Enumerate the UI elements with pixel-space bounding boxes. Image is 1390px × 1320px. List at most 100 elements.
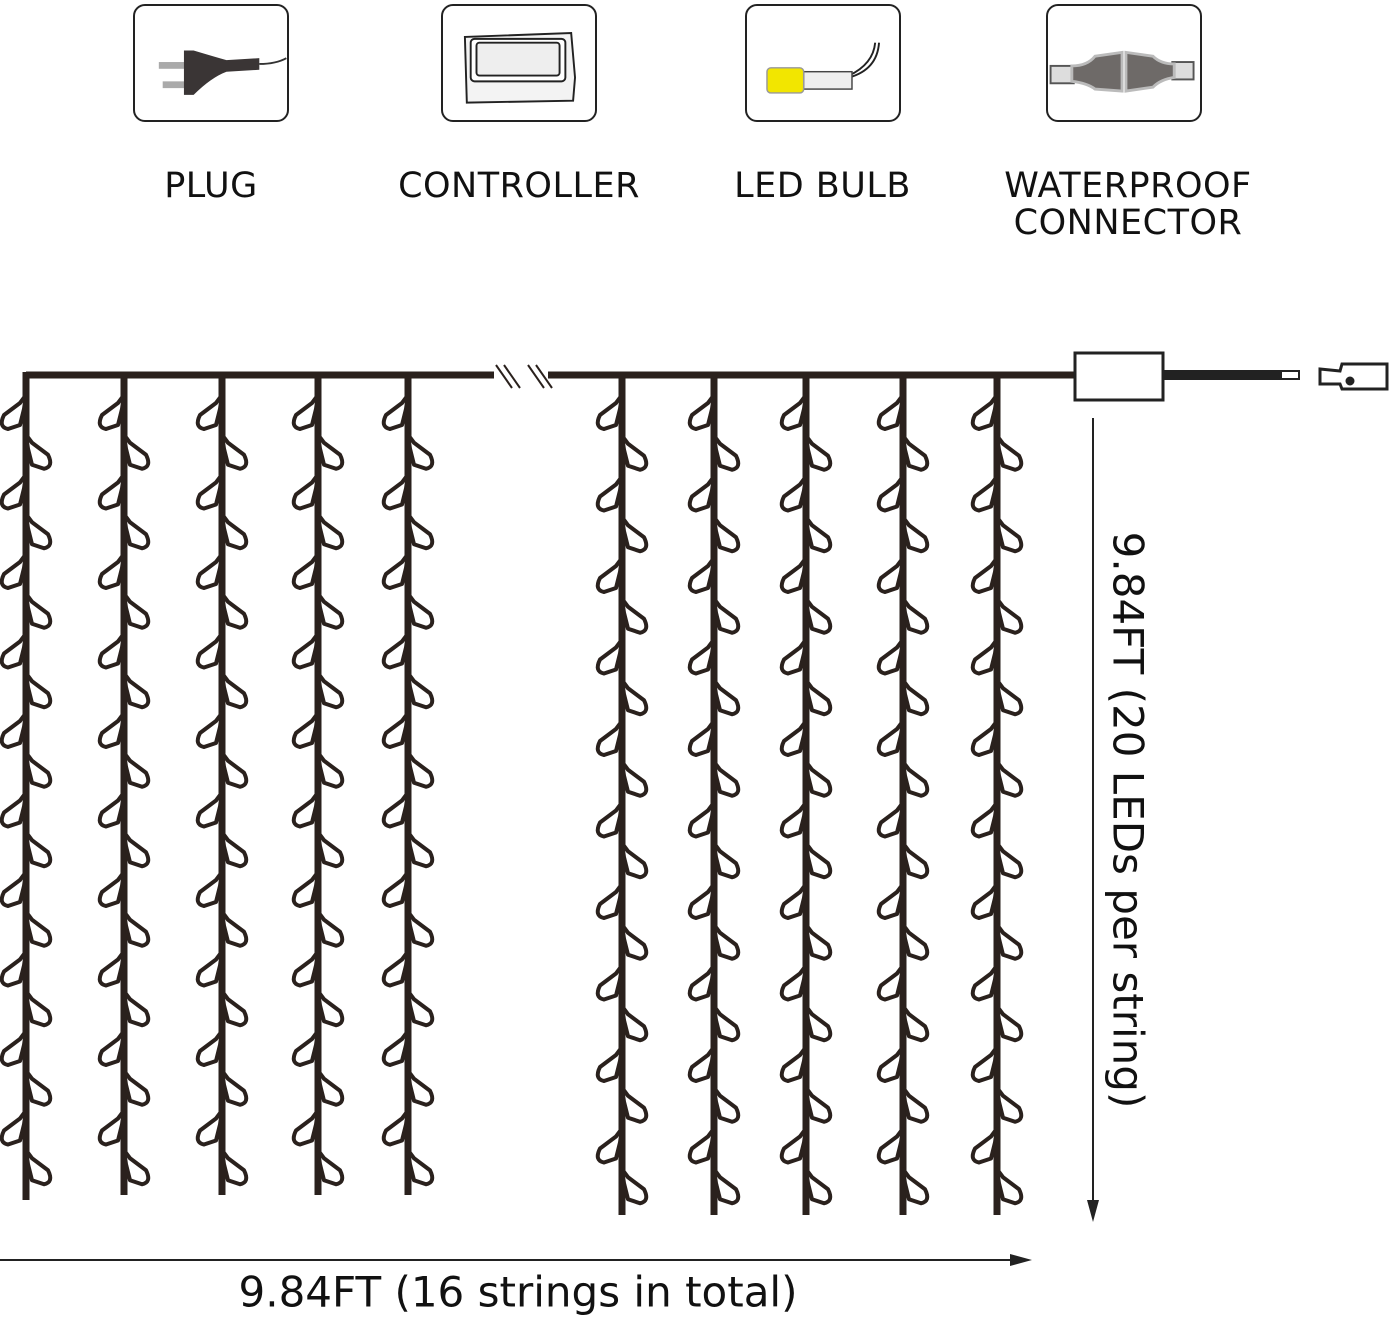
led-bulb — [876, 800, 905, 839]
led-bulb — [712, 433, 741, 472]
plug-end — [1318, 362, 1389, 391]
led-bulb — [970, 882, 999, 920]
led-bulb — [901, 433, 930, 472]
led-bulb — [901, 922, 930, 961]
led-bulb — [779, 800, 808, 839]
led-bulb — [804, 678, 833, 717]
led-bulb — [195, 1029, 224, 1067]
led-bulb — [122, 989, 151, 1028]
led-bulb — [876, 1126, 905, 1165]
light-string — [876, 378, 930, 1215]
light-string — [687, 378, 741, 1215]
led-bulb — [220, 1148, 249, 1187]
led-bulb — [901, 1004, 930, 1043]
led-bulb — [620, 515, 649, 554]
led-bulb — [381, 949, 410, 988]
led-bulb — [595, 393, 624, 431]
led-bulb-icon — [766, 42, 880, 94]
led-bulb — [712, 1004, 741, 1043]
led-bulb — [195, 790, 224, 829]
led-bulb — [316, 1148, 345, 1187]
led-bulb — [97, 1108, 126, 1147]
led-bulb — [195, 552, 224, 590]
led-bulb — [595, 474, 624, 513]
led-bulb — [0, 790, 28, 829]
led-bulb — [406, 432, 435, 471]
led-bulb — [687, 800, 716, 839]
led-bulb — [970, 963, 999, 1002]
led-bulb — [804, 433, 833, 472]
led-bulb — [804, 1085, 833, 1124]
led-bulb — [712, 922, 741, 961]
led-bulb — [970, 719, 999, 757]
led-bulb — [595, 963, 624, 1002]
led-bulb — [406, 1148, 435, 1187]
led-bulb — [876, 393, 905, 431]
led-bulb — [122, 750, 151, 789]
led-bulb — [970, 556, 999, 594]
led-bulb — [620, 1167, 649, 1206]
light-string — [779, 378, 833, 1215]
led-bulb — [804, 1004, 833, 1043]
led-bulb — [595, 882, 624, 920]
led-bulb — [195, 1108, 224, 1147]
led-bulb — [406, 989, 435, 1028]
led-bulb — [0, 393, 28, 431]
led-bulb — [291, 790, 320, 829]
led-bulb — [291, 631, 320, 670]
led-bulb — [595, 719, 624, 757]
led-bulb — [122, 671, 151, 710]
led-bulb-label: LED BULB — [734, 166, 911, 206]
led-bulb — [316, 591, 345, 630]
led-bulb — [220, 512, 249, 551]
cable-end — [1280, 370, 1300, 380]
controller-box — [1073, 351, 1165, 402]
led-bulb — [970, 1126, 999, 1165]
led-bulb — [779, 882, 808, 920]
light-string — [291, 378, 345, 1195]
led-bulb — [620, 1004, 649, 1043]
led-bulb — [406, 830, 435, 869]
light-string — [97, 378, 151, 1195]
led-bulb — [220, 989, 249, 1028]
wire-break-mark — [495, 364, 553, 389]
led-bulb — [0, 1108, 28, 1147]
width-dimension-label: 9.84FT (16 strings in total) — [238, 1267, 798, 1317]
controller-icon — [463, 32, 577, 104]
led-bulb — [316, 830, 345, 869]
led-bulb — [97, 790, 126, 829]
led-bulb — [620, 596, 649, 635]
led-bulb — [24, 909, 53, 948]
led-bulb — [291, 472, 320, 511]
plug-label: PLUG — [164, 166, 258, 206]
led-bulb — [291, 711, 320, 749]
led-bulb — [712, 759, 741, 798]
led-bulb — [712, 841, 741, 880]
led-bulb — [220, 671, 249, 710]
led-bulb — [687, 1126, 716, 1165]
led-bulb — [122, 909, 151, 948]
led-bulb — [995, 678, 1024, 717]
led-bulb — [291, 393, 320, 431]
led-bulb — [291, 1108, 320, 1147]
led-bulb — [687, 474, 716, 513]
led-bulb — [406, 1068, 435, 1107]
led-bulb — [0, 1029, 28, 1067]
led-bulb — [195, 472, 224, 511]
led-bulb — [876, 882, 905, 920]
led-bulb — [381, 711, 410, 749]
led-bulb — [995, 841, 1024, 880]
led-bulb — [406, 909, 435, 948]
led-bulb — [995, 515, 1024, 554]
led-bulb — [779, 1126, 808, 1165]
led-bulb — [406, 591, 435, 630]
led-bulb — [195, 393, 224, 431]
led-bulb — [122, 1068, 151, 1107]
led-bulb — [687, 882, 716, 920]
light-string — [595, 378, 649, 1215]
led-bulb — [876, 637, 905, 676]
led-bulb — [97, 949, 126, 988]
led-bulb — [876, 963, 905, 1002]
led-bulb — [97, 552, 126, 590]
led-bulb — [122, 591, 151, 630]
